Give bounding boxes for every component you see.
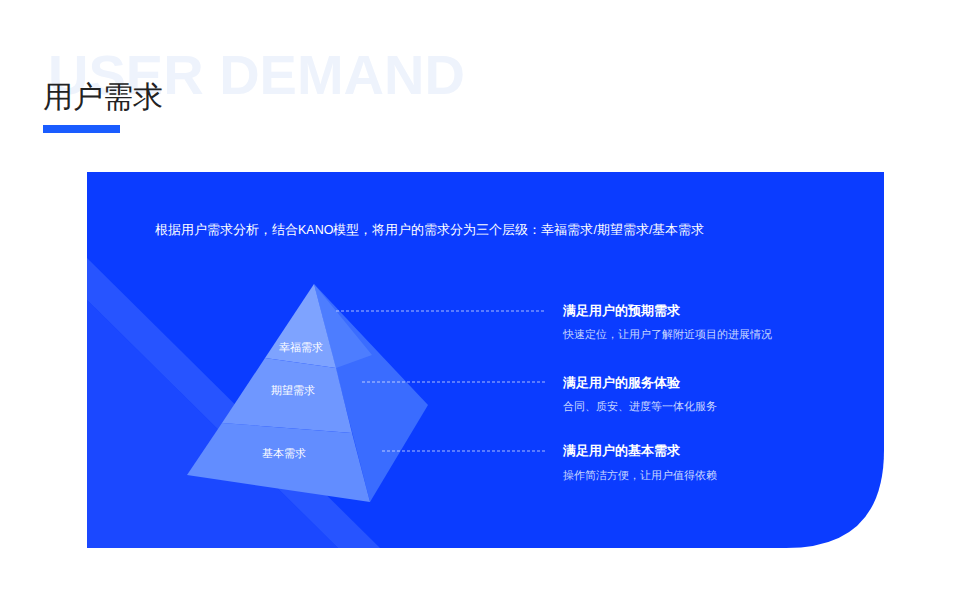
- page-title: 用户需求: [43, 77, 163, 118]
- layer-note: 操作简洁方便，让用户值得依赖: [563, 468, 717, 483]
- layer-fill: [222, 358, 352, 433]
- layer-note: 快速定位，让用户了解附近项目的进展情况: [563, 327, 772, 342]
- pyramid-layer: 幸福需求: [265, 284, 336, 368]
- leader-line: [362, 382, 545, 383]
- layer-fill: [265, 284, 336, 368]
- layer-shape: [265, 284, 336, 368]
- layer-shape: [187, 423, 370, 502]
- layer-label: 基本需求: [262, 446, 306, 461]
- leader-line: [336, 311, 545, 312]
- title-bar: [43, 125, 120, 133]
- layer-label: 幸福需求: [279, 340, 323, 355]
- diagonal-band: [87, 258, 380, 548]
- pyramid-layer: 期望需求: [222, 358, 352, 433]
- layer-label: 期望需求: [271, 383, 315, 398]
- blue-panel: [87, 172, 884, 548]
- layer-note: 合同、质安、进度等一体化服务: [563, 399, 717, 414]
- layer-heading: 满足用户的预期需求: [563, 302, 680, 320]
- leader-line: [382, 451, 545, 452]
- layer-heading: 满足用户的基本需求: [563, 442, 680, 460]
- intro-text: 根据用户需求分析，结合KANO模型，将用户的需求分为三个层级：幸福需求/期望需求…: [155, 222, 704, 239]
- pyramid-layer: 基本需求: [187, 423, 370, 502]
- layer-fill: [187, 423, 370, 502]
- layer-heading: 满足用户的服务体验: [563, 374, 680, 392]
